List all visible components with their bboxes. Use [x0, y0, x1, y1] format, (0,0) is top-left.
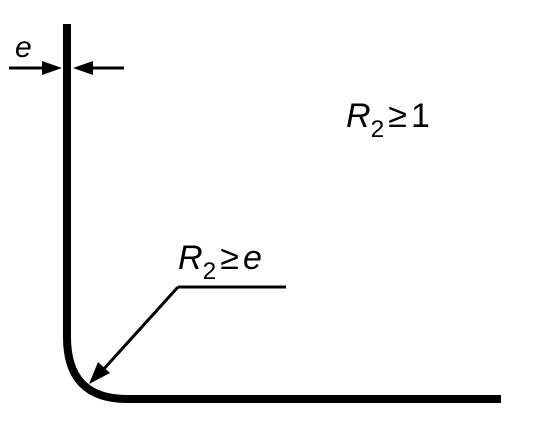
outer-radius-subscript: 2	[370, 116, 385, 144]
thickness-arrows-icon	[9, 61, 124, 75]
leader-diagonal-line	[100, 285, 180, 373]
outer-radius-value: 1	[411, 97, 430, 135]
inner-radius-value: e	[243, 239, 262, 277]
inner-radius-symbol: R	[178, 239, 203, 277]
bent-plate-profile	[63, 24, 501, 403]
outer-radius-symbol: R	[346, 97, 371, 135]
inner-radius-relation: ≥	[220, 239, 239, 277]
inner-radius-label: R2≥e	[178, 239, 262, 284]
thickness-symbol: e	[15, 31, 32, 64]
outer-radius-relation: ≥	[388, 97, 407, 135]
leader-arrow-icon	[89, 285, 286, 384]
left-dimension-arrowhead	[42, 61, 62, 75]
outer-radius-label: R2≥1	[346, 97, 430, 142]
leader-arrowhead	[89, 362, 110, 384]
inner-radius-subscript: 2	[202, 258, 217, 286]
right-dimension-arrowhead	[73, 61, 93, 75]
thickness-label: e	[15, 33, 32, 63]
